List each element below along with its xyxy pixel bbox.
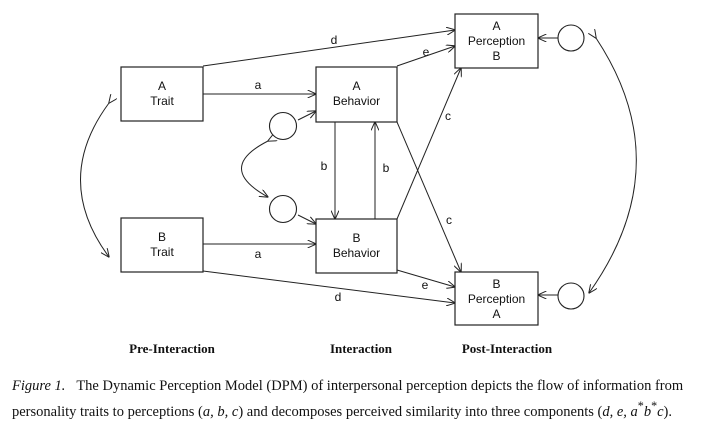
path-label-c-down: c	[446, 213, 452, 227]
error-b-perception	[557, 282, 585, 310]
path-label-e-bottom: e	[422, 278, 429, 292]
figure-caption-text-1: The Dynamic Perception Model (DPM) of in…	[12, 378, 684, 420]
node-b-trait: B Trait	[120, 217, 204, 273]
node-b-trait-line2: Trait	[150, 245, 174, 259]
node-b-perception-a: B Perception A	[454, 271, 539, 326]
section-label-interaction: Interaction	[330, 341, 393, 356]
figure-caption-path-c: c	[657, 403, 664, 420]
node-b-perception-line1: B	[492, 277, 500, 291]
figure-caption-star-2: *	[651, 399, 658, 413]
node-b-perception-line2: Perception	[468, 292, 525, 306]
path-label-c-up: c	[445, 109, 451, 123]
edge-d-top	[202, 30, 455, 67]
covariance-behavior-errors	[241, 141, 269, 197]
node-a-perception-line3: B	[492, 49, 500, 63]
figure-caption-paths-abc: a, b, c	[202, 403, 239, 420]
node-a-perception-line1: A	[492, 19, 500, 33]
path-label-a-bottom: a	[255, 247, 262, 261]
figure-caption-path-b: b	[643, 403, 652, 420]
figure-caption-path-a: a	[630, 403, 638, 420]
path-label-b-down: b	[321, 159, 328, 173]
edge-e-top	[396, 46, 455, 67]
edge-c-down	[396, 121, 461, 272]
edge-error-b-behavior	[297, 214, 316, 224]
edge-d-bottom	[202, 270, 455, 303]
covariance-perception-errors	[589, 38, 637, 293]
node-a-behavior: A Behavior	[315, 66, 398, 123]
error-a-perception	[557, 24, 585, 52]
figure-caption-end: ).	[663, 403, 673, 420]
figure-caption: Figure 1. The Dynamic Perception Model (…	[12, 376, 712, 422]
node-a-trait-line1: A	[158, 79, 166, 93]
edge-c-up	[396, 68, 461, 220]
path-label-d-top: d	[331, 33, 338, 47]
figure-caption-text-2: ) and decomposes perceived similarity in…	[238, 403, 603, 420]
covariance-traits	[80, 103, 110, 257]
edge-error-a-behavior	[297, 111, 316, 121]
figure-caption-label: Figure 1.	[12, 378, 66, 394]
figure-caption-paths-de: d, e,	[602, 403, 627, 420]
node-b-behavior: B Behavior	[315, 218, 398, 274]
path-label-d-bottom: d	[335, 290, 342, 304]
error-a-behavior	[268, 111, 298, 141]
node-b-behavior-line1: B	[352, 231, 360, 245]
edge-e-bottom	[396, 269, 455, 287]
error-b-behavior	[268, 194, 298, 224]
figure-caption-star-1: *	[637, 399, 644, 413]
node-a-perception-line2: Perception	[468, 34, 525, 48]
path-label-a-top: a	[255, 78, 262, 92]
section-label-pre-interaction: Pre-Interaction	[129, 341, 215, 356]
node-b-behavior-line2: Behavior	[333, 246, 380, 260]
node-a-behavior-line1: A	[352, 79, 360, 93]
node-a-behavior-line2: Behavior	[333, 94, 380, 108]
path-label-e-top: e	[423, 45, 430, 59]
node-a-trait-line2: Trait	[150, 94, 174, 108]
node-a-trait: A Trait	[120, 66, 204, 122]
node-a-perception-b: A Perception B	[454, 13, 539, 69]
path-label-b-up: b	[383, 161, 390, 175]
node-b-trait-line1: B	[158, 230, 166, 244]
section-label-post-interaction: Post-Interaction	[462, 341, 553, 356]
node-b-perception-line3: A	[492, 307, 500, 321]
